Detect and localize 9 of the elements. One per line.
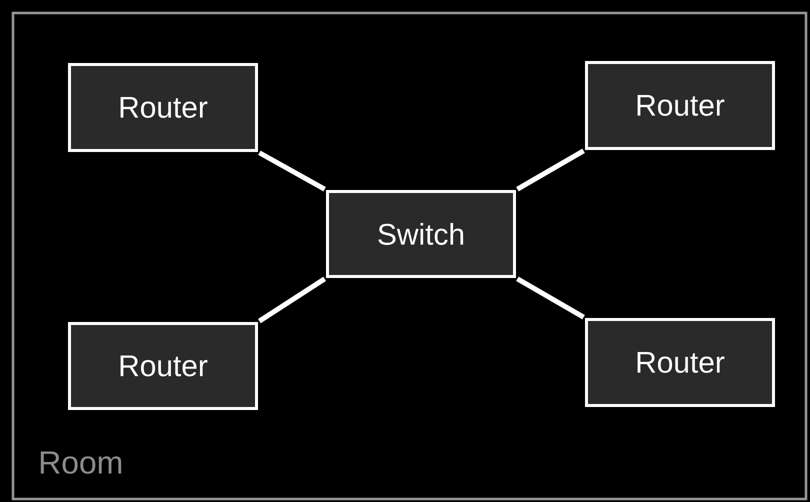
router-box: Router — [585, 318, 775, 407]
router-box: Router — [68, 322, 258, 410]
router-box: Router — [68, 62, 258, 152]
switch-box: Switch — [326, 190, 516, 278]
router-box: Router — [585, 61, 775, 150]
connector-line — [258, 150, 326, 192]
connector-line — [516, 148, 585, 192]
connector-line — [258, 276, 326, 324]
connector-line — [516, 276, 585, 320]
